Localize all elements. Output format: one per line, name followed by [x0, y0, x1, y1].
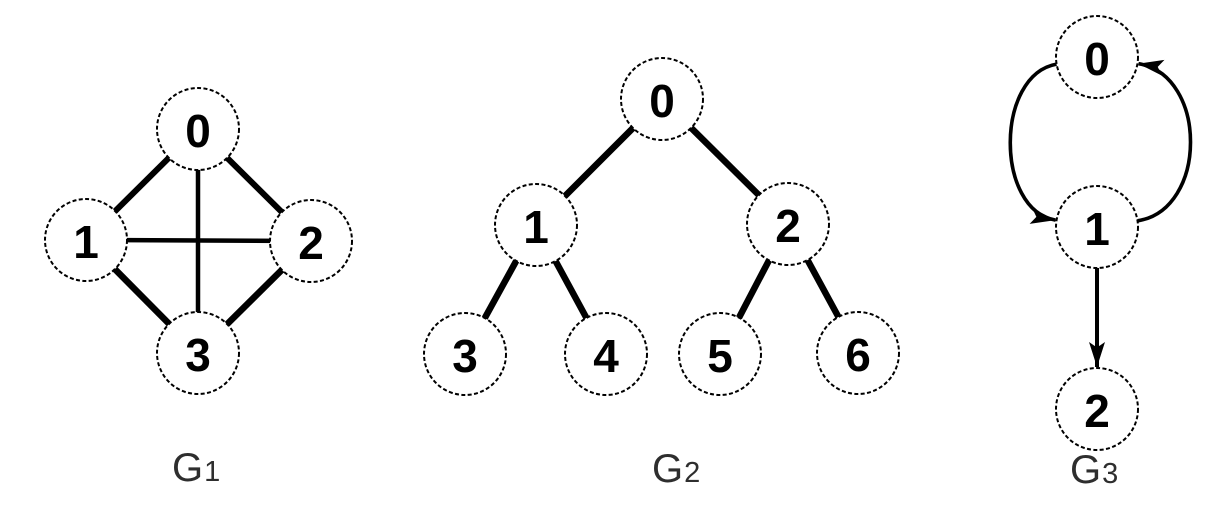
graph-g1-node-0-label: 0: [185, 105, 211, 157]
graph-g2-node-3: [423, 312, 507, 396]
graph-g1-node-3: [156, 311, 240, 395]
graph-g2-node-4: [564, 312, 648, 396]
graph-g1-node-1: [44, 198, 128, 282]
graph-g2-node-3-label: 3: [452, 330, 478, 382]
graph-g1-caption: G1: [172, 446, 220, 490]
graph-g3-node-0: [1055, 15, 1139, 99]
graph-g3-node-0-label: 0: [1084, 33, 1110, 85]
graph-g2-node-5-label: 5: [707, 330, 733, 382]
graph-g2: 0 1 2 3 4 5 6G2: [423, 57, 900, 491]
graph-g2-node-4-label: 4: [593, 330, 619, 382]
graph-g3-node-2-label: 2: [1084, 385, 1110, 437]
graph-g3-node-2: [1055, 367, 1139, 451]
graph-g2-caption: G2: [652, 447, 700, 491]
graph-g1-node-2: [269, 199, 353, 283]
graph-g1-node-2-label: 2: [298, 217, 324, 269]
graph-g2-node-1: [494, 183, 578, 267]
graph-g3-node-1: [1055, 185, 1139, 269]
graph-g2-node-2: [746, 182, 830, 266]
graph-g1: 0 1 2 3G1: [44, 87, 353, 490]
graph-g2-node-2-label: 2: [775, 200, 801, 252]
graph-g3-node-1-label: 1: [1084, 203, 1110, 255]
graph-g3-edge-0-1: [1008, 62, 1057, 224]
graph-g3: 0 1 2G3: [1008, 15, 1193, 492]
graph-g1-node-1-label: 1: [73, 216, 99, 268]
graph-g3-edge-1-0: [1137, 59, 1193, 223]
graph-g2-node-1-label: 1: [523, 201, 549, 253]
graph-g2-node-5: [678, 312, 762, 396]
graph-g2-node-6: [816, 311, 900, 395]
graph-g2-node-0-label: 0: [649, 75, 675, 127]
graph-g2-node-6-label: 6: [845, 329, 871, 381]
graph-g2-node-0: [620, 57, 704, 141]
graph-g1-node-0: [156, 87, 240, 171]
graph-g1-node-3-label: 3: [185, 329, 211, 381]
graph-g3-caption: G3: [1070, 448, 1118, 492]
